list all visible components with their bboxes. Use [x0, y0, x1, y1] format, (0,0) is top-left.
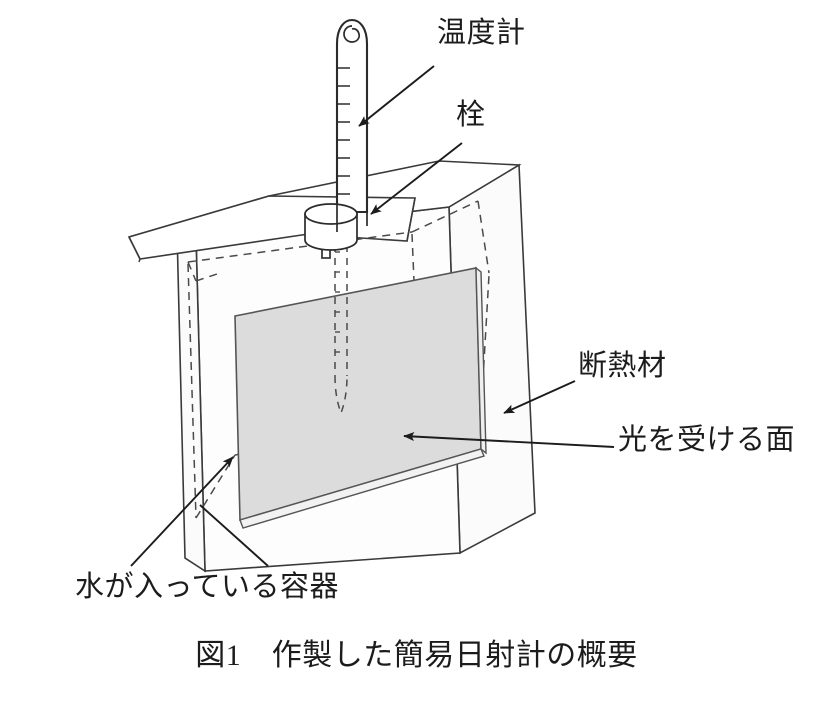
light-receiving-panel — [234, 266, 487, 529]
container-back-right-upper — [477, 200, 490, 274]
leader-water-container — [130, 456, 234, 567]
thermometer — [334, 18, 369, 416]
thermometer-scale-ticks — [337, 67, 350, 195]
lid-left-edge — [128, 236, 141, 263]
lid-right-edge — [406, 197, 416, 242]
thermometer-top-loop-icon — [343, 25, 361, 43]
leader-insulation — [503, 380, 576, 414]
label-light-receiving-surface: 光を受ける面 — [618, 424, 796, 456]
thermometer-tube — [335, 18, 369, 214]
container-top-back-edge — [187, 231, 413, 263]
label-insulation: 断熱材 — [578, 350, 667, 382]
stopper-top-ellipse — [304, 203, 358, 225]
stopper — [304, 203, 368, 251]
container-back-left-vertical — [187, 263, 197, 519]
leader-stopper — [370, 142, 463, 215]
container-top-left-edge — [187, 261, 197, 282]
leader-water-container-secondary — [199, 504, 269, 567]
label-stopper: 栓 — [456, 99, 486, 131]
figure-caption: 図1 作製した簡易日射計の概要 — [195, 639, 638, 672]
leader-thermometer — [358, 65, 435, 127]
container-top-right-edge — [411, 200, 479, 233]
label-water-container: 水が入っている容器 — [75, 571, 340, 603]
callout-leaders — [130, 65, 615, 567]
leader-light-receiving-surface — [403, 432, 615, 448]
thermometer-submerged-ticks — [335, 251, 344, 353]
light-receiving-panel-bottom-edge — [239, 448, 485, 529]
label-thermometer: 温度計 — [437, 17, 526, 49]
light-receiving-panel-right-edge — [475, 266, 487, 455]
stopper-tube-passthrough — [336, 204, 368, 232]
container-corner-left — [195, 272, 221, 282]
